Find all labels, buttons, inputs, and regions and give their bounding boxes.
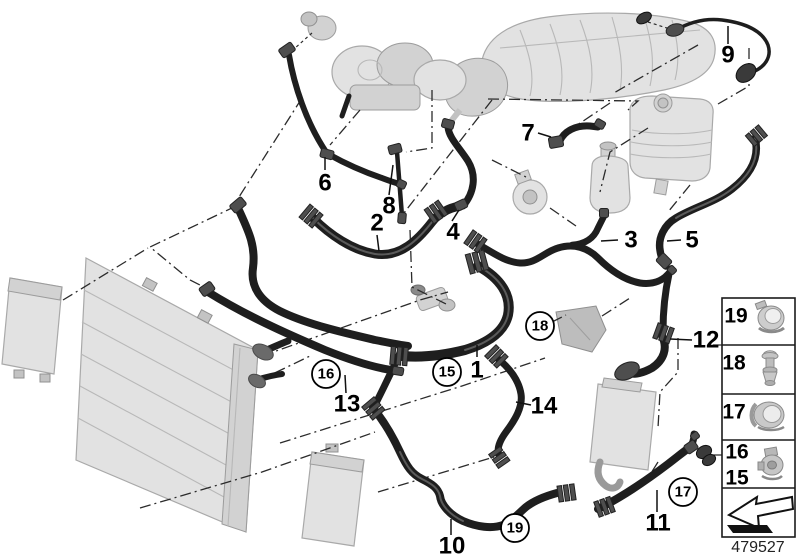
- svg-text:15: 15: [725, 467, 749, 490]
- circled-callout-17[interactable]: 17: [668, 477, 698, 507]
- svg-text:16: 16: [725, 441, 748, 464]
- callout-7[interactable]: 7: [521, 120, 534, 147]
- callout-3[interactable]: 3: [624, 227, 637, 254]
- hose-6b: [325, 151, 403, 187]
- hose-6: [286, 52, 329, 155]
- aux-water-pump: [512, 169, 548, 215]
- coolant-pump-top: [300, 11, 337, 41]
- leader-lines: [324, 26, 729, 535]
- hose-4: [444, 123, 477, 210]
- hose-fitting: [463, 229, 488, 254]
- hose-fitting: [483, 343, 509, 369]
- circled-callout-19[interactable]: 19: [500, 513, 530, 543]
- thermostat-assembly: [331, 42, 467, 119]
- expansion-tank: [629, 93, 714, 196]
- expansion-rivet-icon: [761, 350, 779, 386]
- legend-row-18[interactable]: 18: [722, 350, 779, 386]
- hose-fitting: [464, 249, 490, 275]
- callout-1[interactable]: 1: [470, 357, 483, 384]
- reference-lines: [62, 21, 750, 509]
- svg-text:15: 15: [439, 364, 456, 381]
- hose-9: [674, 17, 771, 75]
- hose-clamp-icon: [754, 299, 785, 334]
- callout-5[interactable]: 5: [685, 227, 698, 254]
- hose-3: [568, 212, 608, 249]
- hose-fitting: [423, 199, 449, 225]
- hose-11: [594, 444, 693, 513]
- hose-14: [493, 354, 525, 459]
- hose-1: [397, 261, 514, 362]
- valve-unit: [410, 284, 456, 312]
- hose-fittings: [198, 11, 769, 518]
- callout-2[interactable]: 2: [370, 210, 383, 237]
- intercooler: [589, 377, 657, 492]
- callout-8[interactable]: 8: [382, 193, 395, 220]
- callout-11[interactable]: 11: [645, 510, 670, 537]
- legend-row-17[interactable]: 17: [722, 401, 785, 432]
- svg-text:17: 17: [722, 401, 745, 424]
- circled-callout-18[interactable]: 18: [525, 311, 555, 341]
- hose-fitting: [487, 445, 511, 470]
- hose-sleeve-icon: [749, 401, 785, 432]
- hose-10: [369, 404, 561, 532]
- svg-text:18: 18: [722, 352, 746, 375]
- callout-12[interactable]: 12: [693, 327, 720, 354]
- svg-text:16: 16: [318, 366, 335, 383]
- hose-fitting: [593, 495, 616, 518]
- radiator-main: [75, 257, 259, 533]
- hose-fitting: [744, 124, 769, 148]
- hose-fitting: [298, 203, 324, 229]
- callout-4[interactable]: 4: [446, 219, 460, 246]
- callout-6[interactable]: 6: [318, 170, 331, 197]
- radiator-aux-bottom: [301, 443, 365, 547]
- callout-14[interactable]: 14: [531, 393, 558, 420]
- circled-callout-16[interactable]: 16: [311, 359, 341, 389]
- legend: 19 18 17: [721, 297, 796, 538]
- svg-text:19: 19: [724, 305, 747, 328]
- hose-7: [556, 122, 602, 145]
- callout-13[interactable]: 13: [334, 391, 361, 418]
- svg-text:17: 17: [675, 484, 692, 501]
- hose-fitting: [361, 396, 386, 421]
- diagram-number: 479527: [731, 539, 784, 556]
- callouts-circled: 15 16 17 18 19: [311, 311, 698, 543]
- radiator-aux-left: [1, 277, 63, 383]
- legend-row-19[interactable]: 19: [724, 299, 785, 334]
- hose-fitting: [652, 322, 675, 345]
- direction-arrow-icon: [726, 494, 795, 533]
- svg-text:19: 19: [507, 520, 524, 537]
- surge-bottle: [589, 141, 631, 214]
- hose-radiator-upper: [234, 204, 412, 350]
- hose-radiator-lower: [204, 288, 402, 375]
- callout-10[interactable]: 10: [439, 533, 466, 560]
- svg-text:18: 18: [532, 318, 549, 335]
- hose-fitting: [389, 345, 409, 367]
- callout-9[interactable]: 9: [721, 42, 734, 69]
- engine-bracket: [555, 305, 607, 353]
- retaining-clip-icon: [757, 446, 784, 481]
- circled-callout-15[interactable]: 15: [432, 357, 462, 387]
- hose-center-right: [472, 239, 674, 287]
- legend-row-arrow[interactable]: [726, 494, 795, 533]
- hose-fitting: [556, 483, 577, 503]
- callouts-plain: 6 8 2 4 7 3 5 9 12 1 14 13 10 11: [318, 42, 734, 560]
- legend-row-16-15[interactable]: 16 15: [725, 441, 784, 490]
